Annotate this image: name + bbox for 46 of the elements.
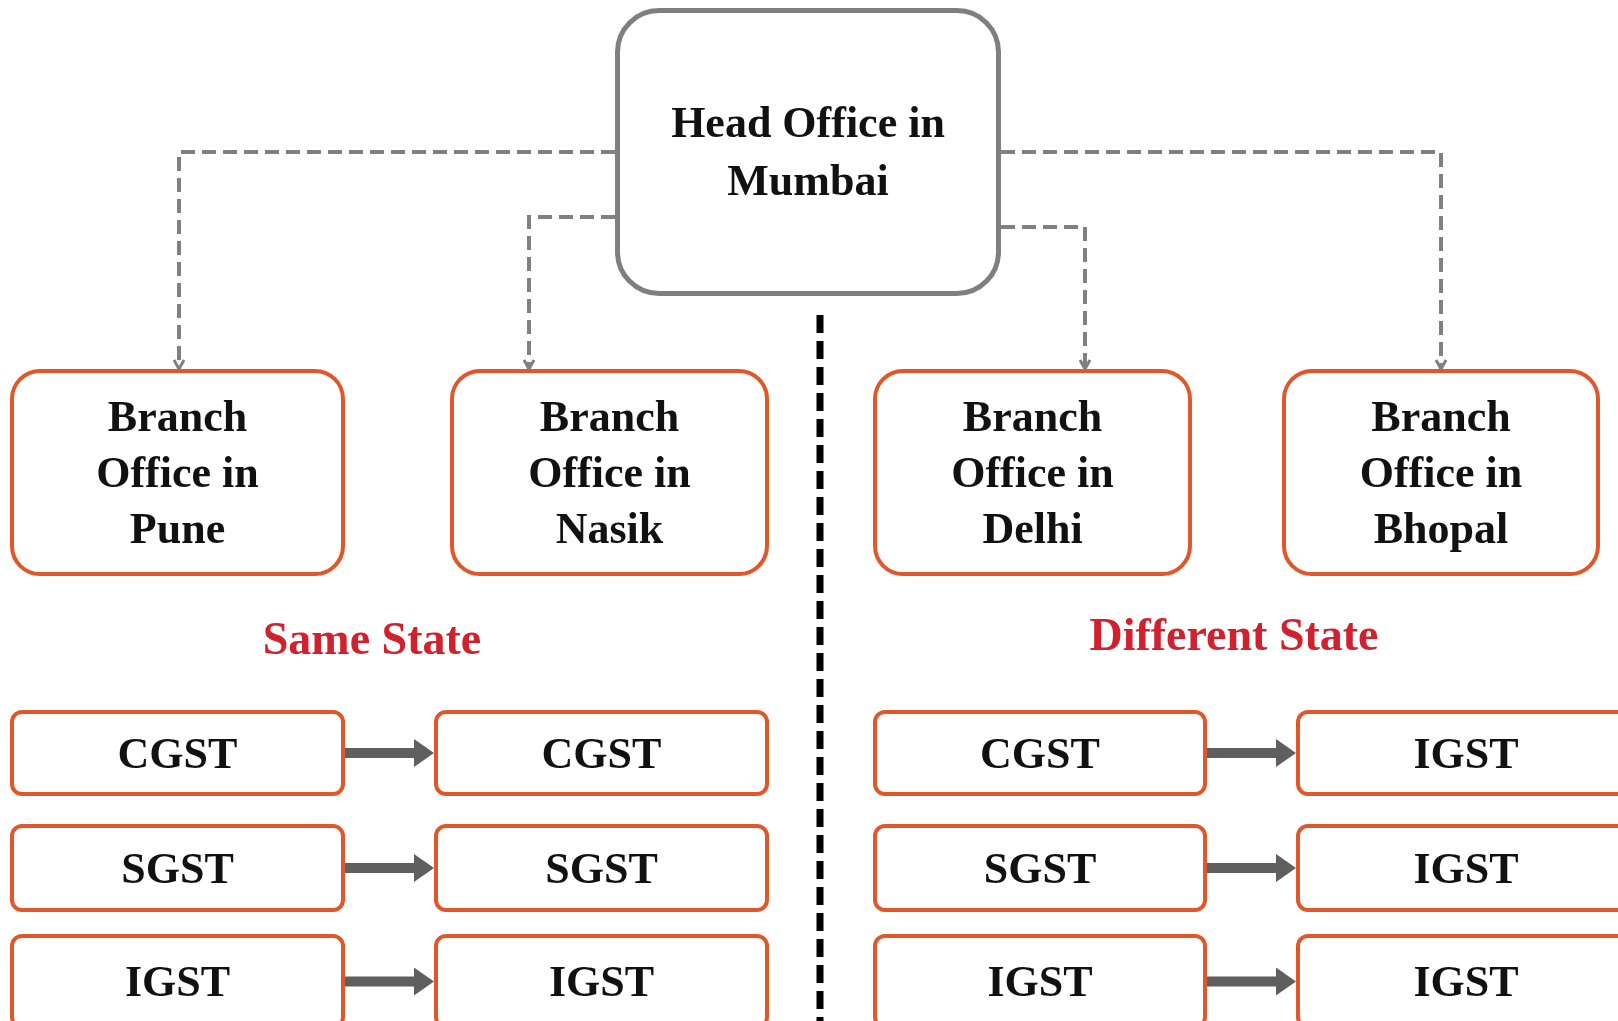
- tax-box: [873, 824, 1207, 912]
- tax-box: [873, 934, 1207, 1021]
- head-office-box: [615, 8, 1001, 296]
- box-label: IGST: [1413, 956, 1519, 1007]
- tax-box: [10, 934, 345, 1021]
- tax-box: [1296, 934, 1618, 1021]
- box-label: Branch Office in Pune: [95, 390, 260, 555]
- branch-office-box: [10, 369, 345, 576]
- dashed-arrow: [522, 215, 615, 371]
- box-label: Head Office in Mumbai: [670, 97, 946, 207]
- branch-office-box: [450, 369, 769, 576]
- box-label: IGST: [987, 956, 1093, 1007]
- branch-office-box: [1282, 369, 1600, 576]
- section-heading: Same State: [262, 612, 482, 665]
- block-arrow: [345, 854, 434, 882]
- block-arrow: [345, 967, 434, 996]
- tax-box: [10, 710, 345, 796]
- box-label: CGST: [117, 727, 238, 779]
- box-label: IGST: [124, 956, 231, 1007]
- dashed-arrow: [172, 150, 615, 371]
- box-label: CGST: [541, 727, 662, 779]
- box-label: SGST: [121, 842, 234, 894]
- tax-box: [434, 710, 769, 796]
- tax-box: [873, 710, 1207, 796]
- block-arrow: [1207, 739, 1296, 767]
- box-label: SGST: [983, 842, 1097, 894]
- section-heading: Different State: [1089, 608, 1379, 661]
- tax-box: [1296, 710, 1618, 796]
- dashed-arrow: [1001, 150, 1448, 371]
- block-arrow: [1207, 967, 1296, 996]
- box-label: SGST: [545, 842, 658, 894]
- dashed-arrow: [1001, 225, 1092, 371]
- block-arrow: [1207, 854, 1296, 882]
- box-label: IGST: [548, 956, 655, 1007]
- branch-office-box: [873, 369, 1192, 576]
- box-label: Branch Office in Bhopal: [1358, 390, 1524, 555]
- tax-box: [10, 824, 345, 912]
- box-label: CGST: [980, 727, 1100, 779]
- box-label: IGST: [1413, 727, 1519, 779]
- tax-box: [434, 824, 769, 912]
- box-label: Branch Office in Nasik: [527, 390, 692, 555]
- tax-box: [1296, 824, 1618, 912]
- block-arrow: [345, 739, 434, 767]
- box-label: Branch Office in Delhi: [950, 390, 1115, 555]
- tax-box: [434, 934, 769, 1021]
- box-label: IGST: [1413, 842, 1519, 894]
